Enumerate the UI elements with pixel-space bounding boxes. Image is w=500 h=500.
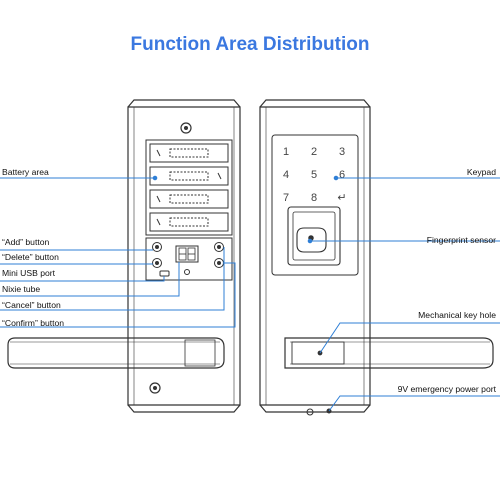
usb-port-icon <box>159 270 170 277</box>
keypad-key: ↵ <box>337 192 346 204</box>
label-fingerprint-sensor: Fingerprint sensor <box>426 235 496 245</box>
control-panel <box>145 237 233 281</box>
top-screw-icon <box>180 122 192 134</box>
add-button-icon <box>152 242 162 252</box>
label-keypad: Keypad <box>466 167 496 177</box>
left-handle <box>7 337 225 369</box>
keypad-key: 3 <box>339 146 345 158</box>
right-handle <box>284 337 494 369</box>
nixie-tube-icon <box>175 245 199 263</box>
label-battery-area: Battery area <box>2 167 49 177</box>
keypad: 1 2 3 4 5 6 7 8 ↵ <box>283 146 347 204</box>
front-lock-body <box>259 99 371 413</box>
keypad-key: 1 <box>283 146 289 158</box>
power-port-icon <box>306 408 314 416</box>
label-delete-button: “Delete” button <box>2 252 59 262</box>
page-title: Function Area Distribution <box>130 34 370 55</box>
keypad-key: 7 <box>283 192 289 204</box>
leader-lines <box>0 175 500 412</box>
delete-button-icon <box>152 258 162 268</box>
label-mini-usb-port: Mini USB port <box>2 268 56 278</box>
label-add-button: “Add” button <box>2 237 50 247</box>
glass-panel <box>271 134 359 276</box>
keypad-key: 5 <box>311 169 317 181</box>
fingerprint-sensor <box>287 206 341 266</box>
keypad-key: 6 <box>339 169 345 181</box>
battery-compartment <box>145 139 233 236</box>
label-9v-power-port: 9V emergency power port <box>397 384 496 394</box>
label-cancel-button: “Cancel” button <box>2 300 61 310</box>
bottom-screw-icon <box>149 382 161 394</box>
label-nixie-tube: Nixie tube <box>2 284 41 294</box>
keypad-key: 8 <box>311 192 317 204</box>
label-confirm-button: “Confirm” button <box>2 318 65 328</box>
back-lock-body <box>127 99 241 413</box>
label-mechanical-key-hole: Mechanical key hole <box>418 310 496 320</box>
keypad-key: 2 <box>311 146 317 158</box>
keypad-key: 4 <box>283 169 289 181</box>
